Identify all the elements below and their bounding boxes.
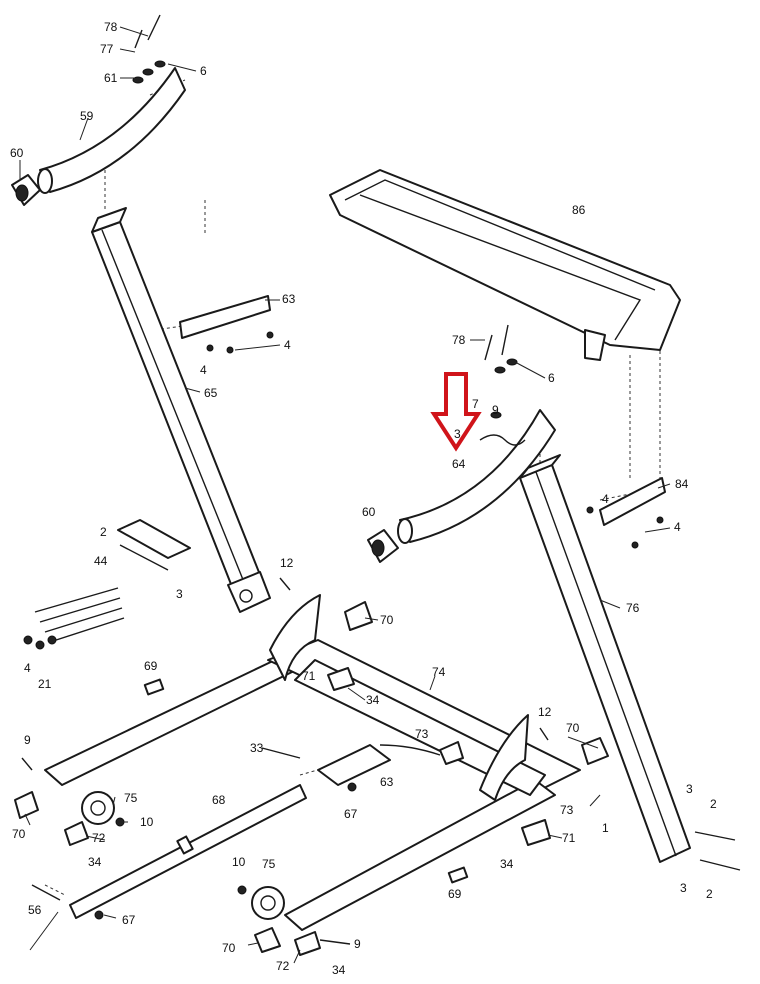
callout-9: 9 xyxy=(354,937,361,951)
pad-73 xyxy=(439,741,464,765)
callout-70: 70 xyxy=(566,721,580,735)
callout-70: 70 xyxy=(12,827,26,841)
highlight-arrow xyxy=(430,372,482,452)
callout-70: 70 xyxy=(222,941,236,955)
callout-1: 1 xyxy=(602,821,609,835)
callout-34: 34 xyxy=(88,855,102,869)
console-86 xyxy=(329,169,681,361)
callout-70: 70 xyxy=(380,613,394,627)
callout-4: 4 xyxy=(24,661,31,675)
callout-78: 78 xyxy=(452,333,466,347)
pad-71-a xyxy=(327,667,355,691)
callout-76: 76 xyxy=(626,601,640,615)
label-plate-69-a xyxy=(143,678,165,696)
callout-56: 56 xyxy=(28,903,42,917)
wheel-75-upper xyxy=(81,791,115,825)
left-upright-65 xyxy=(91,207,271,613)
roller-pins-44 xyxy=(23,587,125,650)
callout-69: 69 xyxy=(448,887,462,901)
callout-61: 61 xyxy=(104,71,118,85)
callout-75: 75 xyxy=(124,791,138,805)
callout-75: 75 xyxy=(262,857,276,871)
left-top-hardware xyxy=(132,14,166,84)
callout-67: 67 xyxy=(122,913,136,927)
callout-2: 2 xyxy=(100,525,107,539)
callout-34: 34 xyxy=(500,857,514,871)
label-plate-69-b xyxy=(447,866,469,884)
callout-63: 63 xyxy=(282,292,296,306)
callout-73: 73 xyxy=(560,803,574,817)
callout-72: 72 xyxy=(92,831,106,845)
foot-70-b xyxy=(581,737,609,765)
bracket-63-upper xyxy=(179,295,274,354)
left-end-cap-60 xyxy=(11,174,41,206)
callout-4: 4 xyxy=(284,338,291,352)
left-handrail-59 xyxy=(37,67,186,194)
callout-34: 34 xyxy=(366,693,380,707)
callout-12: 12 xyxy=(280,556,294,570)
callout-44: 44 xyxy=(94,554,108,568)
callout-78: 78 xyxy=(104,20,118,34)
pad-71-b xyxy=(521,819,551,846)
cross-tube-68 xyxy=(69,784,307,919)
callout-2: 2 xyxy=(706,887,713,901)
callout-3: 3 xyxy=(454,427,461,441)
callout-3: 3 xyxy=(686,782,693,796)
foot-70-d xyxy=(254,927,281,953)
callout-10: 10 xyxy=(232,855,246,869)
callout-86: 86 xyxy=(572,203,586,217)
callout-6: 6 xyxy=(200,64,207,78)
callout-6: 6 xyxy=(548,371,555,385)
callout-71: 71 xyxy=(562,831,576,845)
callout-10: 10 xyxy=(140,815,154,829)
crossbar-63-lower xyxy=(317,744,441,786)
callout-9: 9 xyxy=(492,403,499,417)
callout-74: 74 xyxy=(432,665,446,679)
callout-71: 71 xyxy=(302,669,316,683)
callout-64: 64 xyxy=(452,457,466,471)
bolts xyxy=(21,577,741,945)
callout-4: 4 xyxy=(602,492,609,506)
callout-60: 60 xyxy=(10,146,24,160)
callout-84: 84 xyxy=(675,477,689,491)
callout-77: 77 xyxy=(100,42,114,56)
callout-7: 7 xyxy=(472,397,479,411)
callout-59: 59 xyxy=(80,109,94,123)
callout-4: 4 xyxy=(674,520,681,534)
callout-12: 12 xyxy=(538,705,552,719)
callout-4: 4 xyxy=(200,363,207,377)
right-end-cap-60 xyxy=(367,529,399,563)
right-top-hardware xyxy=(479,324,526,446)
callout-68: 68 xyxy=(212,793,226,807)
callout-3: 3 xyxy=(176,587,183,601)
leader-lines xyxy=(19,26,671,964)
callout-21: 21 xyxy=(38,677,52,691)
axle-2-upper xyxy=(117,519,191,571)
callout-34: 34 xyxy=(332,963,346,977)
callout-65: 65 xyxy=(204,386,218,400)
callout-73: 73 xyxy=(415,727,429,741)
wheel-75-lower xyxy=(251,886,285,920)
callout-67: 67 xyxy=(344,807,358,821)
callout-9: 9 xyxy=(24,733,31,747)
callout-72: 72 xyxy=(276,959,290,973)
callout-2: 2 xyxy=(710,797,717,811)
callout-60: 60 xyxy=(362,505,376,519)
right-handrail-64 xyxy=(397,409,556,544)
callout-69: 69 xyxy=(144,659,158,673)
callout-63: 63 xyxy=(380,775,394,789)
pad-72-b xyxy=(294,931,321,956)
callout-labels: 78 77 61 6 59 60 63 4 4 65 86 78 6 7 3 9… xyxy=(10,20,717,977)
foot-70-a xyxy=(344,601,373,631)
pad-72-a xyxy=(64,821,89,846)
callout-3: 3 xyxy=(680,881,687,895)
foot-70-c xyxy=(14,791,39,819)
bracket-84 xyxy=(586,477,666,549)
callout-33: 33 xyxy=(250,741,264,755)
